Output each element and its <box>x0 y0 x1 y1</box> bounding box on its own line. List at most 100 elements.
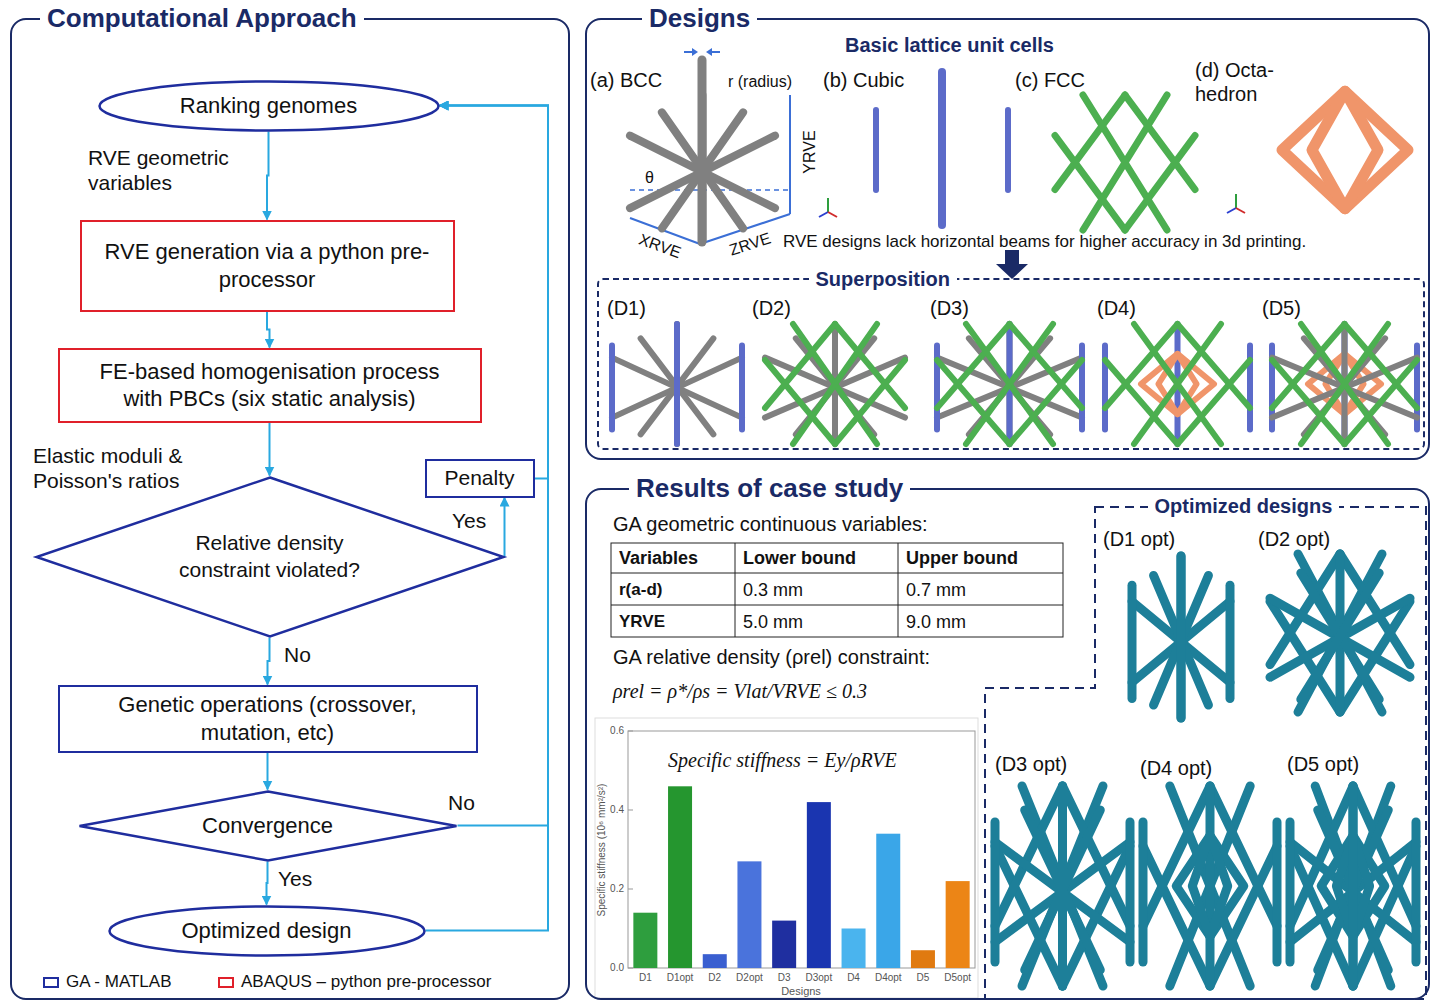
fcc-strut <box>1083 95 1167 230</box>
legend-text: GA - MATLAB <box>66 972 172 992</box>
chart-bar <box>737 861 761 968</box>
chart-text: 0.4 <box>610 804 624 816</box>
edge-label: Elastic moduli & Poisson's ratios <box>33 443 233 493</box>
fcc-strut <box>1178 360 1251 444</box>
annotation: RVE designs lack horizontal beams for hi… <box>783 232 1306 252</box>
edge-label: No <box>284 642 311 667</box>
octahedron-strut <box>1312 91 1378 209</box>
panel-title: Computational Approach <box>40 3 364 34</box>
node-text: RVE generation via a python pre-processo… <box>102 238 432 293</box>
table-rule <box>611 573 1063 574</box>
table-rule <box>735 543 736 637</box>
table-cell: 0.3 mm <box>743 580 803 602</box>
node-text: Optimized design <box>182 917 352 945</box>
fcc-strut <box>1055 136 1125 231</box>
annotation: (D4 opt) <box>1140 756 1212 780</box>
panel-title: Superposition <box>809 267 957 291</box>
fcc-strut <box>1272 360 1345 444</box>
octahedron-strut <box>1192 836 1227 937</box>
axis-tick <box>628 810 633 811</box>
annotation: (D2) <box>752 296 791 320</box>
flow-arrow <box>267 132 269 220</box>
ellipse-outline <box>109 906 424 955</box>
fcc-strut <box>1315 786 1391 986</box>
chart-text: D2opt <box>736 972 763 984</box>
table-cell: YRVE <box>619 612 665 632</box>
chart-text: D1 <box>639 972 652 984</box>
chart-text: D5 <box>917 972 930 984</box>
generated-art <box>612 60 1417 986</box>
annotation: ZRVE <box>727 228 773 259</box>
process-box: FE-based homogenisation process with PBC… <box>58 348 482 423</box>
fcc-strut <box>1301 324 1388 444</box>
fcc-strut <box>1022 786 1103 986</box>
fcc-strut <box>1105 360 1178 444</box>
annotation: (D4) <box>1097 296 1136 320</box>
fcc-strut <box>1022 786 1103 986</box>
panel-title: Optimized designs <box>1148 494 1340 518</box>
chart-text: D4 <box>847 972 860 984</box>
chart-text: D4opt <box>875 972 902 984</box>
dashed-base <box>630 189 790 191</box>
fcc-strut <box>1345 324 1418 408</box>
radius-arrowhead <box>706 48 712 56</box>
fcc-strut <box>1010 360 1083 444</box>
group-region: Optimized designs <box>983 497 1428 1000</box>
cubic-strut <box>873 110 879 190</box>
cub-strut <box>1349 786 1358 986</box>
process-box: Genetic operations (crossover, mutation,… <box>58 685 478 753</box>
axis-tick <box>628 968 633 969</box>
diamond-outline <box>79 791 456 860</box>
terminal-ellipse: Ranking genomes <box>98 80 440 132</box>
bcc-strut <box>1177 556 1186 718</box>
annotation: (D1 opt) <box>1103 527 1175 551</box>
chart-text: Designs <box>781 985 821 998</box>
fcc-strut <box>1134 324 1221 444</box>
fcc-strut <box>1125 136 1195 231</box>
fcc-strut <box>1178 324 1251 408</box>
axis-triad <box>819 212 828 217</box>
chart-text: D3opt <box>806 972 833 984</box>
axis-triad <box>1227 208 1236 213</box>
down-arrow <box>996 250 1028 279</box>
table-cell: Variables <box>619 548 698 570</box>
annotation: (D3) <box>930 296 969 320</box>
annotation: (D5 opt) <box>1287 752 1359 776</box>
axis-triad <box>827 198 829 212</box>
node-text: Ranking genomes <box>180 92 357 120</box>
terminal-ellipse: Optimized design <box>108 905 426 957</box>
chart-text: D2 <box>708 972 721 984</box>
fcc-strut <box>793 324 877 444</box>
annotation: (a) BCC <box>590 68 662 92</box>
flow-arrow <box>504 498 506 557</box>
flow-arrow <box>267 312 270 348</box>
fcc-strut <box>765 360 835 444</box>
fcc-strut <box>1170 786 1250 986</box>
node-text: Convergence <box>202 812 333 840</box>
annotation: (D2 opt) <box>1258 527 1330 551</box>
fcc-strut <box>937 360 1010 444</box>
node-text: Penalty <box>444 465 514 491</box>
dashed-region <box>985 507 1426 999</box>
annotation: r (radius) <box>728 72 792 91</box>
annotation: (D1) <box>607 296 646 320</box>
table-frame <box>611 543 1063 637</box>
node-text: Relative density constraint violated? <box>160 530 380 583</box>
chart-bar <box>703 954 727 968</box>
chart-bar <box>633 913 657 968</box>
axis-triad <box>1235 194 1237 208</box>
cub-strut <box>1139 822 1148 962</box>
diamond-outline <box>36 477 503 636</box>
axis-triad <box>1236 208 1245 213</box>
flow-arrow <box>267 753 269 790</box>
cub-strut <box>1126 822 1135 962</box>
annotation: ρrel = ρ*/ρs = Vlat/VRVE ≤ 0.3 <box>613 679 867 703</box>
annotation: XRVE <box>636 230 683 263</box>
chart-bar <box>842 929 866 969</box>
fcc-strut <box>1083 95 1167 230</box>
fcc-strut <box>793 324 877 444</box>
axis-tick <box>628 889 633 890</box>
cub-strut <box>1177 556 1186 718</box>
decision-diamond: Relative density constraint violated? <box>35 476 505 638</box>
legend-text: ABAQUS – python pre-processor <box>241 972 491 992</box>
